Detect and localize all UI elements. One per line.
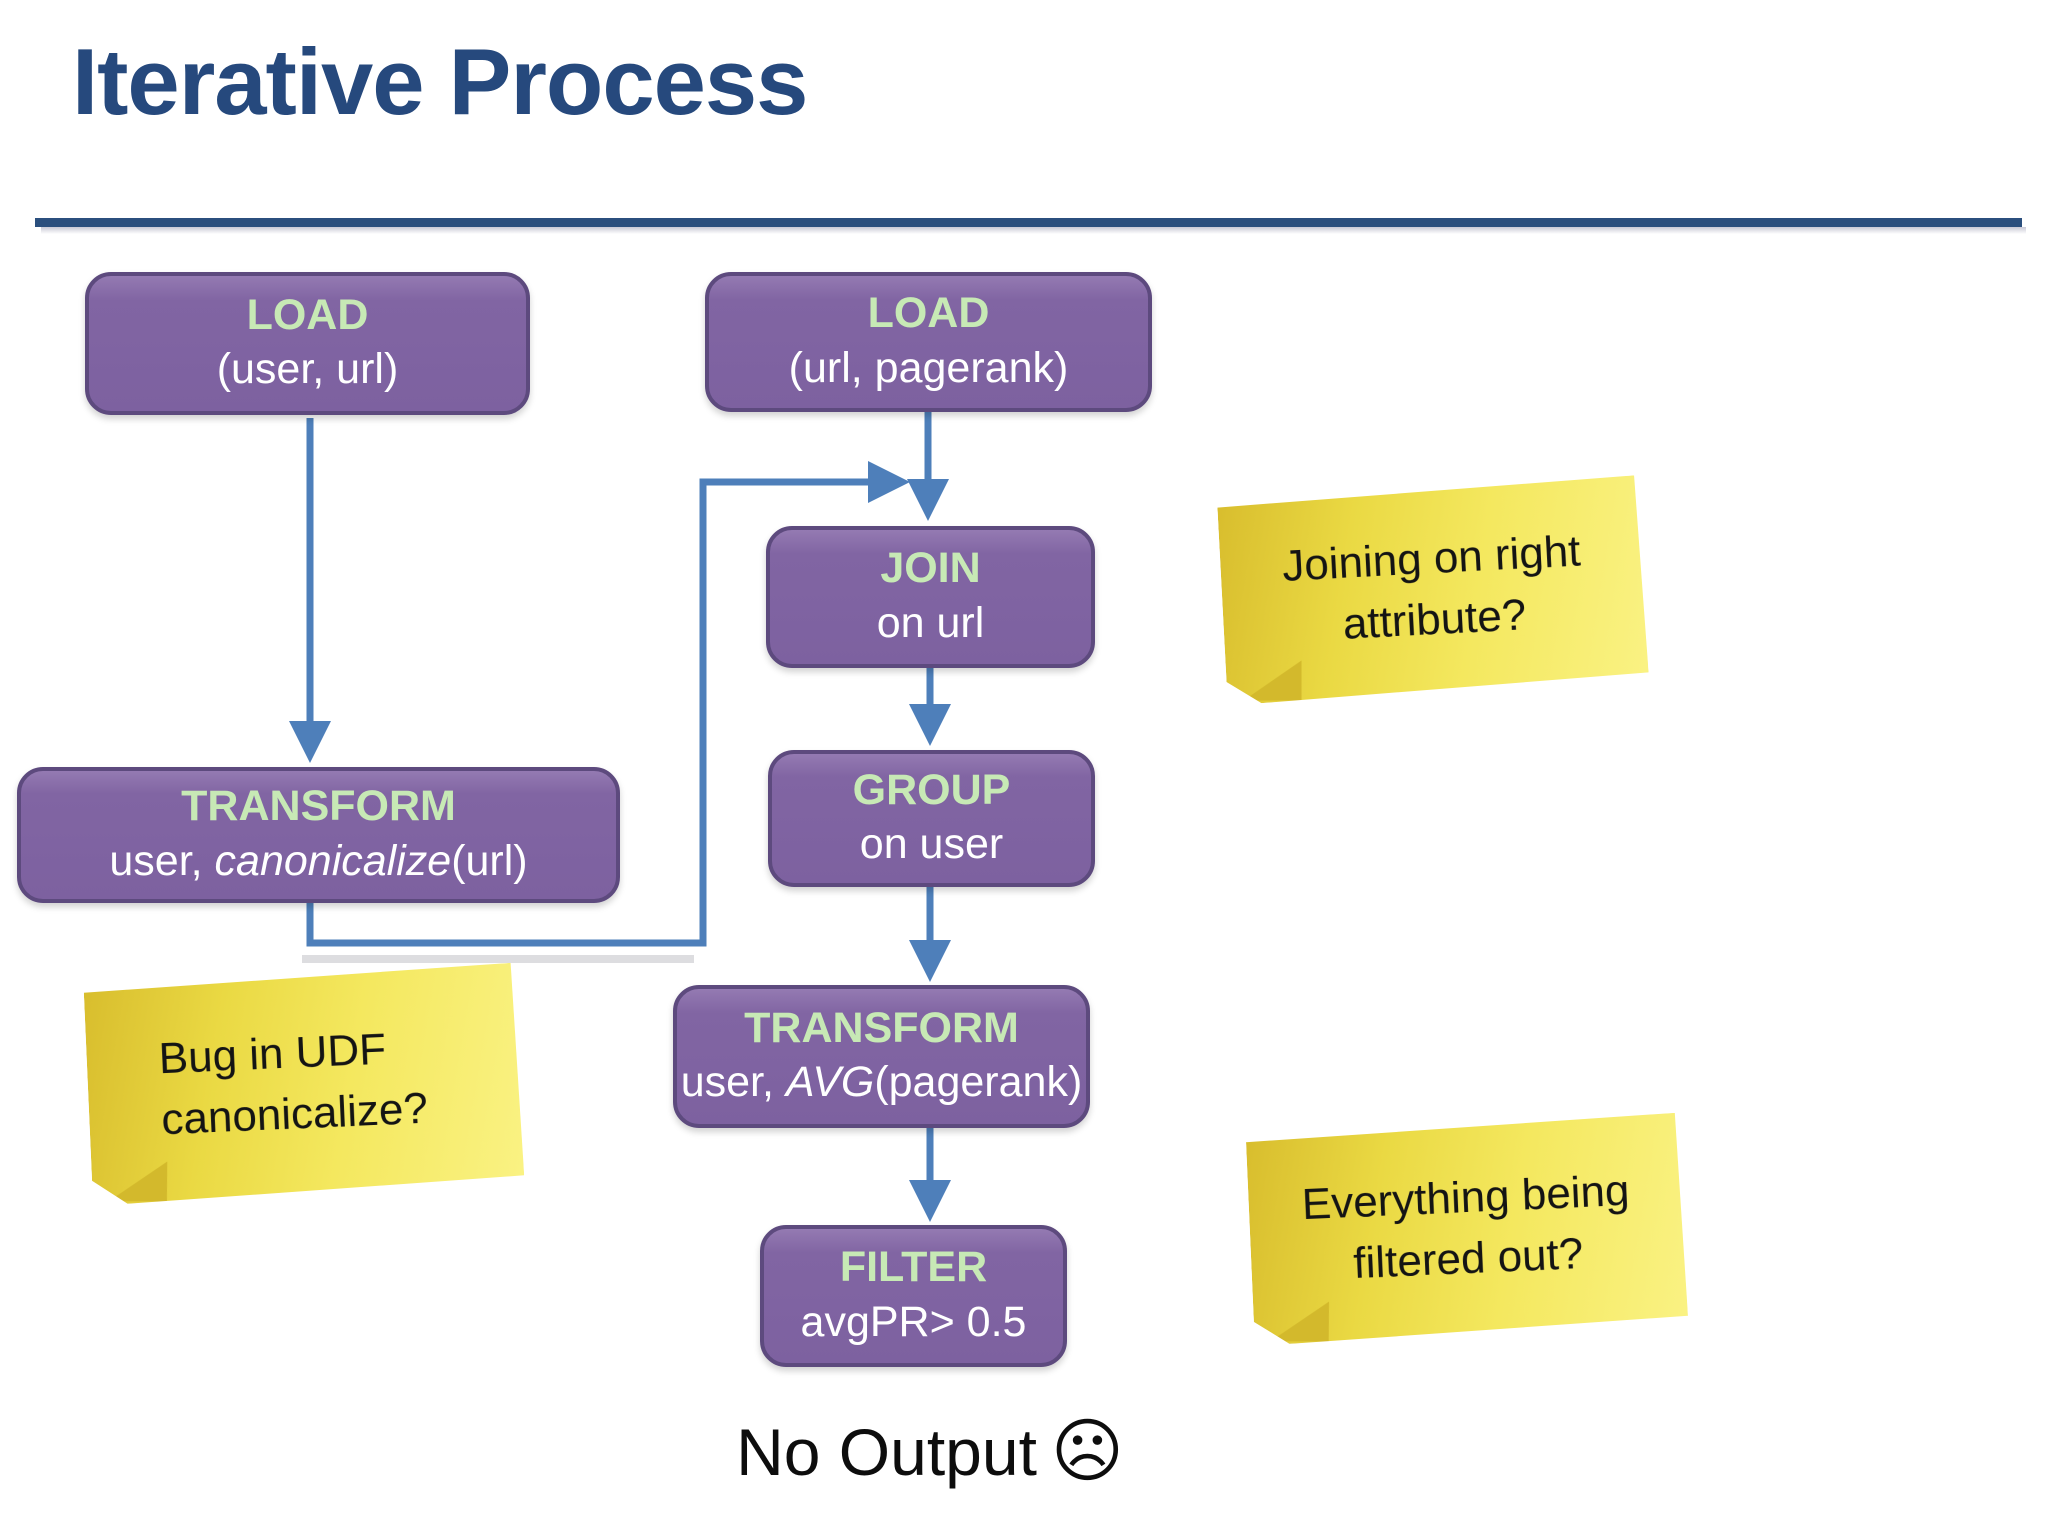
node-transform-canonicalize: TRANSFORM user, canonicalize(url) (17, 767, 620, 903)
node-label: TRANSFORM (744, 1003, 1019, 1052)
sticky-note-curl (1243, 660, 1301, 700)
node-subtext: (user, url) (216, 345, 399, 394)
sticky-note-curl (109, 1161, 167, 1202)
no-output-caption: No Output☹ (560, 1410, 1300, 1492)
node-load-url-pagerank: LOAD (url, pagerank) (705, 272, 1152, 412)
node-subtext: user, AVG(pagerank) (680, 1058, 1083, 1107)
node-subtext: user, canonicalize(url) (109, 836, 528, 885)
page-title: Iterative Process (72, 29, 808, 134)
node-transform-avg: TRANSFORM user, AVG(pagerank) (673, 985, 1090, 1128)
node-label: TRANSFORM (181, 782, 456, 831)
node-label: GROUP (852, 765, 1011, 814)
node-join-on-url: JOIN on url (766, 526, 1095, 668)
title-divider (35, 218, 2026, 234)
sticky-note-curl (1271, 1301, 1329, 1342)
node-group-on-user: GROUP on user (768, 750, 1095, 887)
node-label: FILTER (839, 1243, 988, 1292)
node-filter-avgpr: FILTER avgPR> 0.5 (760, 1225, 1067, 1367)
node-subtext: (url, pagerank) (788, 343, 1069, 392)
node-subtext: on user (859, 820, 1004, 869)
node-label: LOAD (867, 289, 990, 338)
sticky-note-joining: Joining on right attribute? (1217, 475, 1649, 705)
sticky-note-bug: Bug in UDF canonicalize? (83, 963, 524, 1206)
node-load-user-url: LOAD (user, url) (85, 272, 530, 415)
node-label: JOIN (880, 544, 981, 593)
node-subtext: avgPR> 0.5 (800, 1297, 1027, 1346)
node-label: LOAD (246, 290, 369, 339)
no-output-text: No Output (736, 1415, 1037, 1489)
sticky-note-filtered: Everything being filtered out? (1246, 1113, 1689, 1346)
feedback-arrow-transform1-to-join (306, 461, 910, 947)
node-subtext: on url (876, 598, 985, 647)
frowning-face-icon: ☹ (1050, 1412, 1124, 1490)
